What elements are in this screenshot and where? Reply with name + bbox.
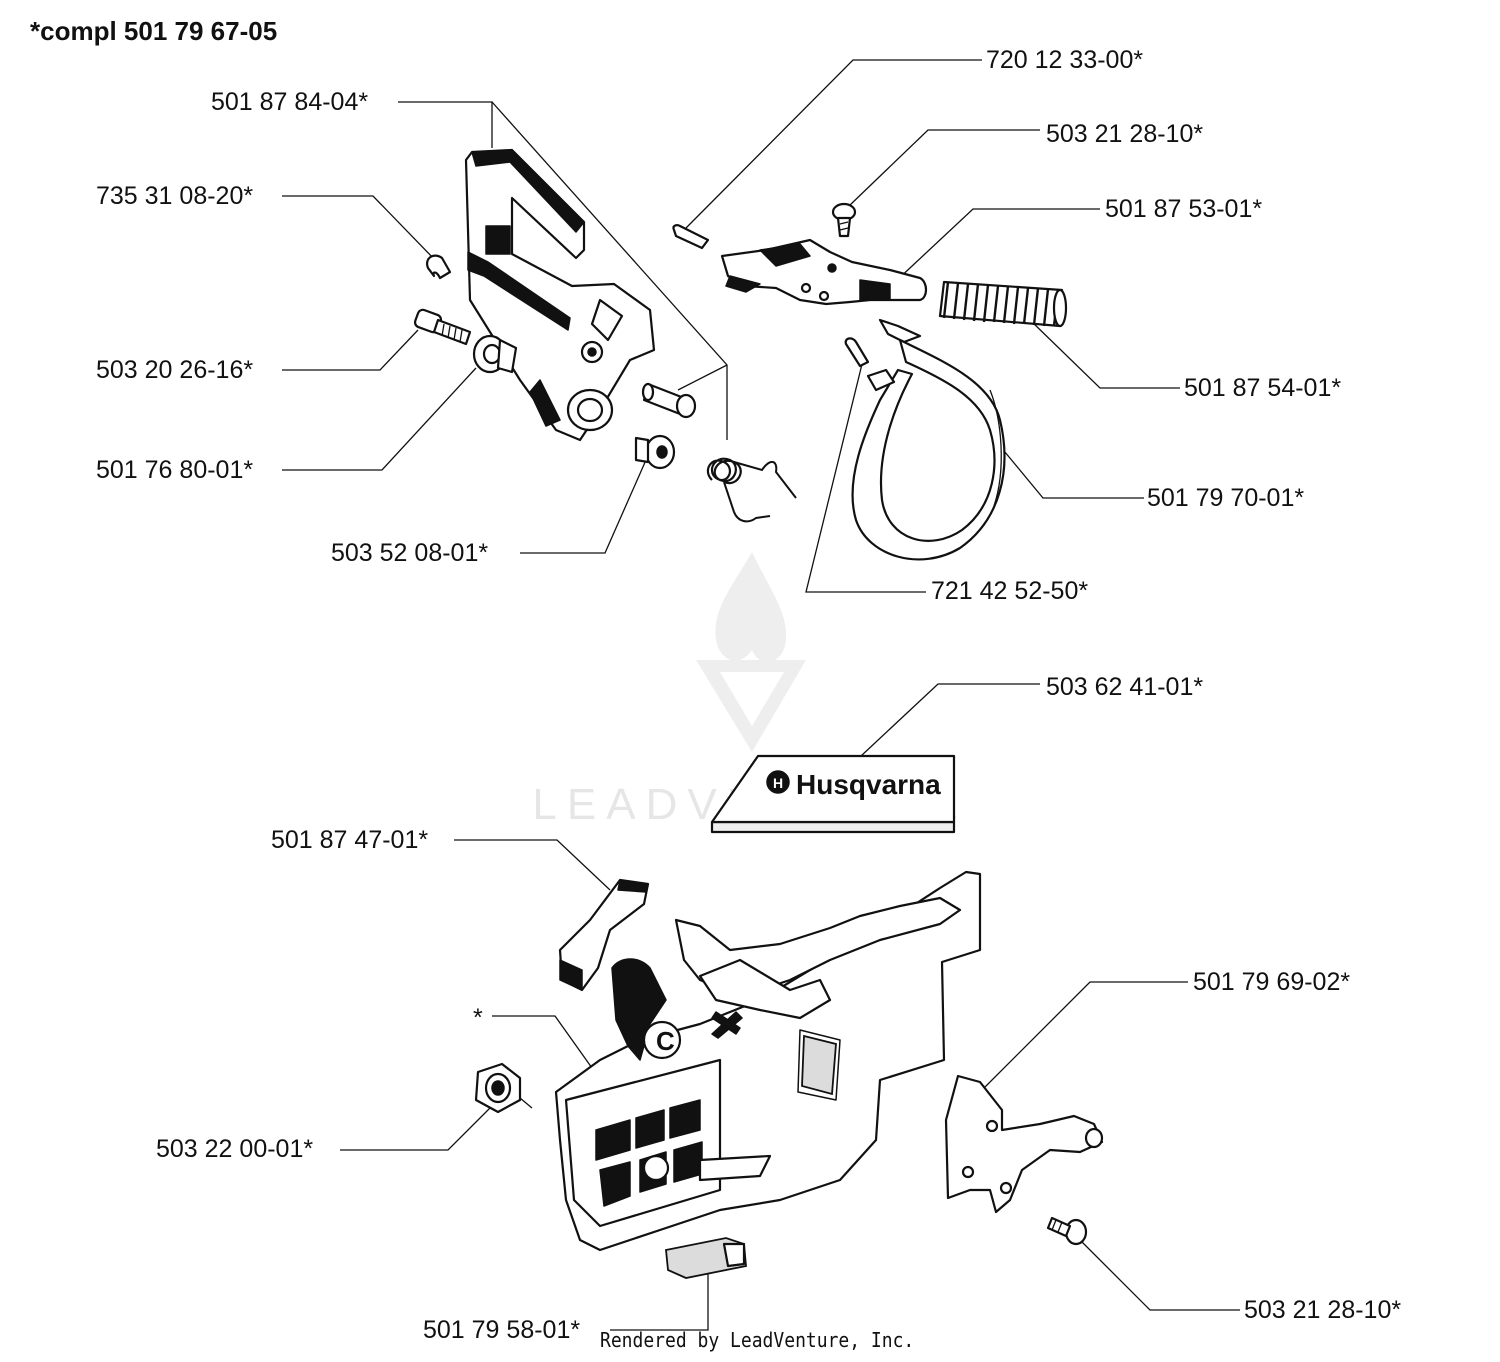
callout-label-c15[interactable]: 503 22 00-01* — [156, 1135, 314, 1163]
leader-c9 — [1029, 319, 1180, 389]
callout-label-c5[interactable]: 503 52 08-01* — [331, 539, 489, 567]
leader-c16 — [981, 981, 1188, 1091]
leader-lines — [282, 59, 1240, 1331]
bar-nut-part — [474, 1062, 533, 1114]
brake-lever-part — [672, 224, 928, 306]
shoulder-screw-part — [413, 308, 472, 346]
rendered-by-footer: Rendered by LeadVenture, Inc. — [600, 1328, 915, 1352]
clutch-cover-part: C — [554, 870, 982, 1252]
cover-screw-part — [1046, 1216, 1088, 1246]
leader-c13 — [454, 839, 611, 891]
e-clip-part — [426, 254, 452, 280]
callout-label-c16[interactable]: 501 79 69-02* — [1193, 968, 1351, 996]
torsion-spring-part — [706, 457, 797, 523]
callout-label-c3[interactable]: 503 20 26-16* — [96, 356, 254, 384]
diagram-title: *compl 501 79 67-05 — [30, 16, 278, 46]
leader-c12 — [860, 683, 1040, 757]
pivot-pin-part — [641, 382, 697, 419]
callout-label-c2[interactable]: 735 31 08-20* — [96, 182, 254, 210]
bushing-part — [472, 334, 518, 374]
leader-c1c — [677, 364, 728, 391]
lever-screw-part — [831, 202, 857, 238]
leader-c2 — [282, 195, 438, 263]
guide-plate-part — [558, 878, 650, 992]
chain-catcher-part — [944, 1074, 1104, 1214]
callout-label-c12[interactable]: 503 62 41-01* — [1046, 673, 1204, 701]
flange-screw-part — [634, 434, 676, 470]
leader-c1 — [398, 101, 493, 148]
husqvarna-crown-icon: H — [766, 770, 790, 794]
leader-c14 — [492, 1015, 593, 1069]
compression-spring-part — [938, 280, 1068, 328]
callout-label-c9[interactable]: 501 87 54-01* — [1184, 374, 1342, 402]
leader-c11 — [805, 355, 926, 593]
leader-c5 — [520, 459, 647, 554]
callout-label-c7[interactable]: 503 21 28-10* — [1046, 120, 1204, 148]
leader-c10 — [994, 439, 1144, 499]
brake-band-part — [851, 318, 1006, 561]
brake-handle-part — [464, 148, 656, 442]
leader-c3 — [282, 329, 419, 371]
cover-pad-part — [665, 1237, 747, 1279]
callout-label-c11[interactable]: 721 42 52-50* — [931, 577, 1089, 605]
callout-label-c13[interactable]: 501 87 47-01* — [271, 826, 429, 854]
svg-text:H: H — [773, 775, 783, 791]
leader-c7 — [849, 129, 1040, 206]
decal-part: H Husqvarna — [710, 754, 956, 834]
band-pin-part — [844, 337, 870, 368]
leader-c8 — [894, 208, 1100, 283]
leader-c17 — [1079, 1239, 1240, 1311]
leader-c18 — [610, 1265, 709, 1331]
c-mark: C — [656, 1026, 675, 1056]
decal-logo-text: Husqvarna — [796, 769, 941, 800]
callout-label-c1[interactable]: 501 87 84-04* — [211, 88, 369, 116]
callout-label-c18[interactable]: 501 79 58-01* — [423, 1316, 581, 1344]
watermark-flame-icon — [696, 552, 806, 752]
callout-label-c6[interactable]: 720 12 33-00* — [986, 46, 1144, 74]
leader-c15 — [340, 1103, 495, 1151]
callout-label-c8[interactable]: 501 87 53-01* — [1105, 195, 1263, 223]
callout-label-c14[interactable]: * — [473, 1004, 483, 1032]
leader-c6 — [685, 59, 982, 229]
callout-label-c10[interactable]: 501 79 70-01* — [1147, 484, 1305, 512]
callout-label-c4[interactable]: 501 76 80-01* — [96, 456, 254, 484]
callout-label-c17[interactable]: 503 21 28-10* — [1244, 1296, 1402, 1324]
leader-c4 — [282, 367, 477, 471]
